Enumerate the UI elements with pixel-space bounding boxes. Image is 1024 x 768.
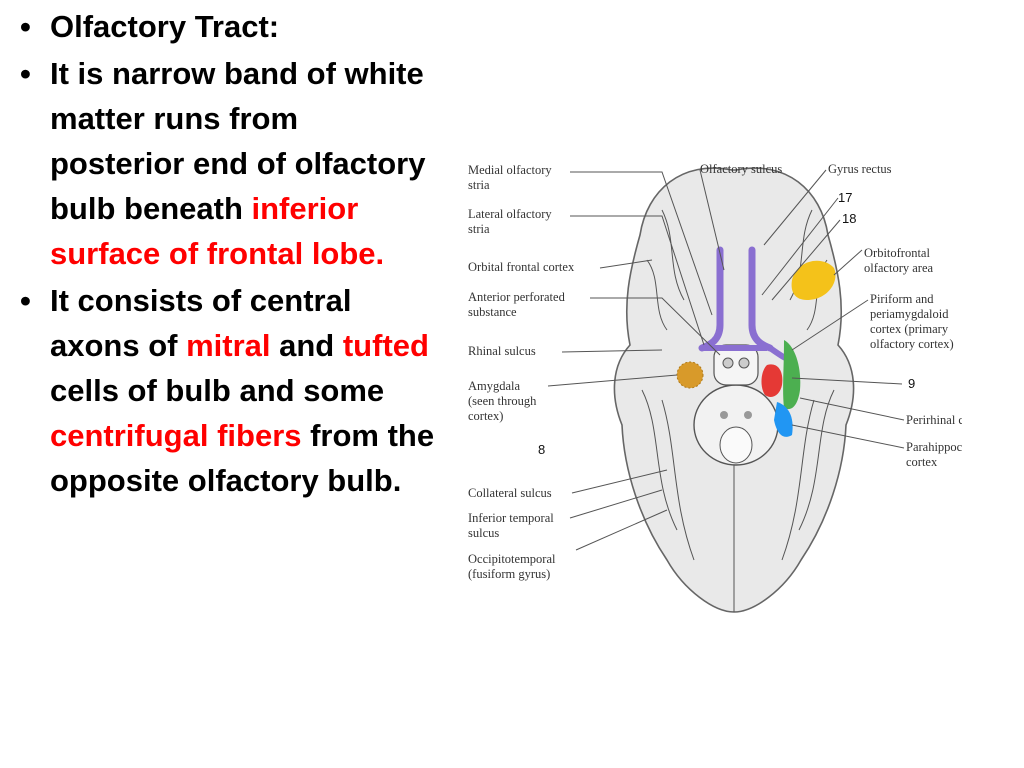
highlighted-text: inferior surface of frontal lobe. [50,191,385,271]
number-labels: 17 18 9 8 [538,190,915,457]
piriform-region [761,364,783,397]
highlighted-text: tufted [342,328,429,363]
bullet-item: • It is narrow band of white matter runs … [18,51,438,276]
number-17: 17 [838,190,852,205]
bullet-marker: • [20,9,31,44]
label-orbital-frontal-cortex: Orbital frontal cortex [468,260,575,274]
number-18: 18 [842,211,856,226]
label-gyrus-rectus: Gyrus rectus [828,162,892,176]
orbitofrontal-area [791,260,836,300]
label-occipitotemporal: Occipitotemporal(fusiform gyrus) [468,552,556,581]
slide-text: • Olfactory Tract: • It is narrow band of w… [18,4,438,505]
number-8: 8 [538,442,545,457]
label-olfactory-sulcus: Olfactory sulcus [700,162,782,176]
bullet-text: cells of bulb and some [50,373,385,408]
bullet-list: • Olfactory Tract: • It is narrow band of w… [18,4,438,503]
bullet-item: • Olfactory Tract: [18,4,438,49]
label-parahippocampal-cortex: Parahippocampalcortex [906,440,962,469]
top-labels: Olfactory sulcus Gyrus rectus [700,162,892,176]
leader-lines [547,169,905,551]
bullet-marker: • [20,283,31,318]
bullet-text: from the opposite olfactory bulb. [50,418,435,498]
bullet-item: •It consists of central axons of mitral … [18,278,438,503]
brain-illustration [613,167,855,613]
bullet-marker: • [20,56,31,91]
parahippocampal-region [774,402,793,437]
highlighted-text: mitral [186,328,271,363]
perirhinal-region [783,340,801,410]
number-9: 9 [908,376,915,391]
bullet-text: and [270,328,343,363]
label-collateral-sulcus: Collateral sulcus [468,486,552,500]
bullet-text: It is narrow band of white matter runs f… [50,56,426,226]
amygdala-region [676,361,704,389]
bullet-text: It consists of central axons of [50,283,352,363]
highlighted-text: centrifugal fibers [50,418,302,453]
label-perirhinal-cortex: Perirhinal cortex [906,413,962,427]
bullet-text: Olfactory Tract: [50,9,280,44]
label-rhinal-sulcus: Rhinal sulcus [468,344,536,358]
